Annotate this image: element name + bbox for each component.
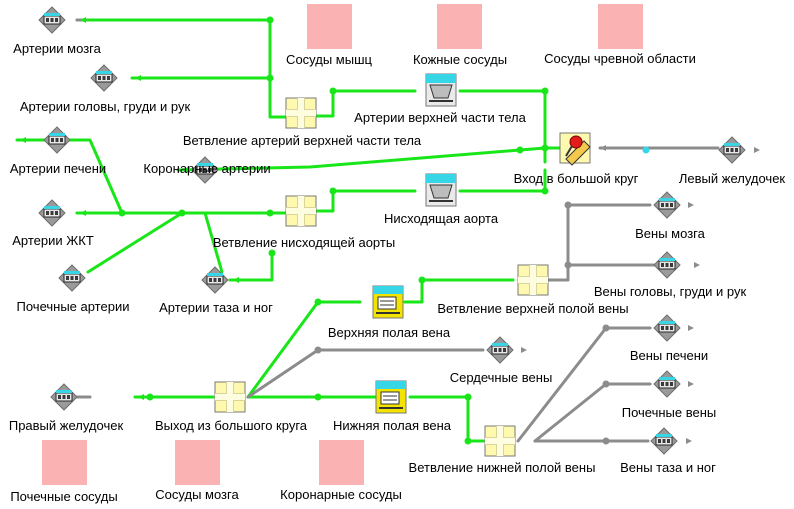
lower-vena-cava-label: Нижняя полая вена xyxy=(332,418,452,433)
pipe xyxy=(314,89,417,118)
brain-veins-label: Вены мозга xyxy=(635,226,705,241)
descending-aorta-label: Нисходящая аорта xyxy=(383,211,499,226)
cardiac-veins-icon[interactable] xyxy=(486,336,514,364)
pelvis-leg-arteries-icon[interactable] xyxy=(201,266,229,294)
left-ventricle-icon[interactable] xyxy=(718,136,746,164)
renal-arteries-label: Почечные артерии xyxy=(16,299,130,314)
pipe xyxy=(15,138,124,215)
pelvis-leg-veins-label: Вены таза и ног xyxy=(620,460,716,475)
renal-veins-icon[interactable] xyxy=(653,370,681,398)
upper-vena-cava-label: Верхняя полая вена xyxy=(327,325,451,340)
brain-veins-icon[interactable] xyxy=(653,191,681,219)
lower-vena-cava-icon[interactable] xyxy=(375,380,407,414)
pipe xyxy=(408,395,485,443)
pipe xyxy=(314,189,417,213)
git-arteries-label: Артерии ЖКТ xyxy=(12,233,94,248)
descending-aorta-icon[interactable] xyxy=(425,173,457,207)
coronary-arteries-label: Коронарные артерии xyxy=(143,161,271,176)
descending-aorta-branch-icon[interactable] xyxy=(285,195,317,227)
upper-body-arteries-icon[interactable] xyxy=(425,73,457,107)
right-ventricle-icon[interactable] xyxy=(50,383,78,411)
skin-vessels-block[interactable] xyxy=(437,4,482,49)
systemic-entry-label: Вход в большой круг xyxy=(513,171,639,186)
renal-veins-label: Почечные вены xyxy=(621,405,717,420)
liver-arteries-icon[interactable] xyxy=(43,126,71,154)
pipe xyxy=(246,348,485,399)
pipe xyxy=(228,251,274,282)
systemic-exit-label: Выход из большого круга xyxy=(154,418,308,433)
lower-vena-cava-branch-label: Ветвление нижней полой вены xyxy=(408,460,596,475)
liver-veins-icon[interactable] xyxy=(653,314,681,342)
descending-aorta-branch-label: Ветвление нисходящей аорты xyxy=(212,235,396,250)
brain-vessels-label: Сосуды мозга xyxy=(155,487,239,502)
abdominal-vessels-block[interactable] xyxy=(598,4,643,49)
brain-arteries-icon[interactable] xyxy=(38,6,66,34)
muscle-vessels-label: Сосуды мышц xyxy=(286,52,372,67)
pipe xyxy=(546,203,652,282)
liver-veins-label: Вены печени xyxy=(629,348,709,363)
coronary-vessels-block[interactable] xyxy=(319,440,364,485)
renal-arteries-icon[interactable] xyxy=(58,264,86,292)
right-ventricle-label: Правый желудочек xyxy=(8,418,124,433)
left-ventricle-label: Левый желудочек xyxy=(678,171,786,186)
upper-vena-cava-branch-icon[interactable] xyxy=(517,264,549,296)
pipe xyxy=(176,146,547,172)
skin-vessels-label: Кожные сосуды xyxy=(412,52,508,67)
muscle-vessels-block[interactable] xyxy=(307,4,352,49)
head-chest-arm-veins-label: Вены головы, груди и рук xyxy=(593,284,747,299)
renal-vessels-block[interactable] xyxy=(42,440,87,485)
lower-vena-cava-branch-icon[interactable] xyxy=(484,425,516,457)
brain-arteries-label: Артерии мозга xyxy=(13,41,101,56)
coronary-vessels-label: Коронарные сосуды xyxy=(280,487,402,502)
systemic-entry-icon[interactable] xyxy=(559,132,591,166)
brain-vessels-block[interactable] xyxy=(175,440,220,485)
head-chest-arm-arteries-icon[interactable] xyxy=(90,64,118,92)
abdominal-vessels-label: Сосуды чревной области xyxy=(544,51,696,66)
cardiac-veins-label: Сердечные вены xyxy=(449,370,553,385)
git-arteries-icon[interactable] xyxy=(38,199,66,227)
upper-body-branch-icon[interactable] xyxy=(285,97,317,129)
pelvis-leg-veins-icon[interactable] xyxy=(650,427,678,455)
head-chest-arm-veins-icon[interactable] xyxy=(653,251,681,279)
renal-vessels-label: Почечные сосуды xyxy=(10,489,118,504)
pipe xyxy=(86,211,224,274)
liver-arteries-label: Артерии печени xyxy=(9,161,107,176)
systemic-exit-icon[interactable] xyxy=(214,381,246,413)
upper-vena-cava-icon[interactable] xyxy=(372,285,404,319)
pipe xyxy=(403,278,515,304)
head-chest-arm-arteries-label: Артерии головы, груди и рук xyxy=(19,99,191,114)
upper-vena-cava-branch-label: Ветвление верхней полой вены xyxy=(437,301,629,316)
upper-body-branch-label: Ветвление артерий верхней части тела xyxy=(182,133,422,148)
pelvis-leg-arteries-label: Артерии таза и ног xyxy=(159,300,273,315)
upper-body-arteries-label: Артерии верхней части тела xyxy=(354,110,526,125)
